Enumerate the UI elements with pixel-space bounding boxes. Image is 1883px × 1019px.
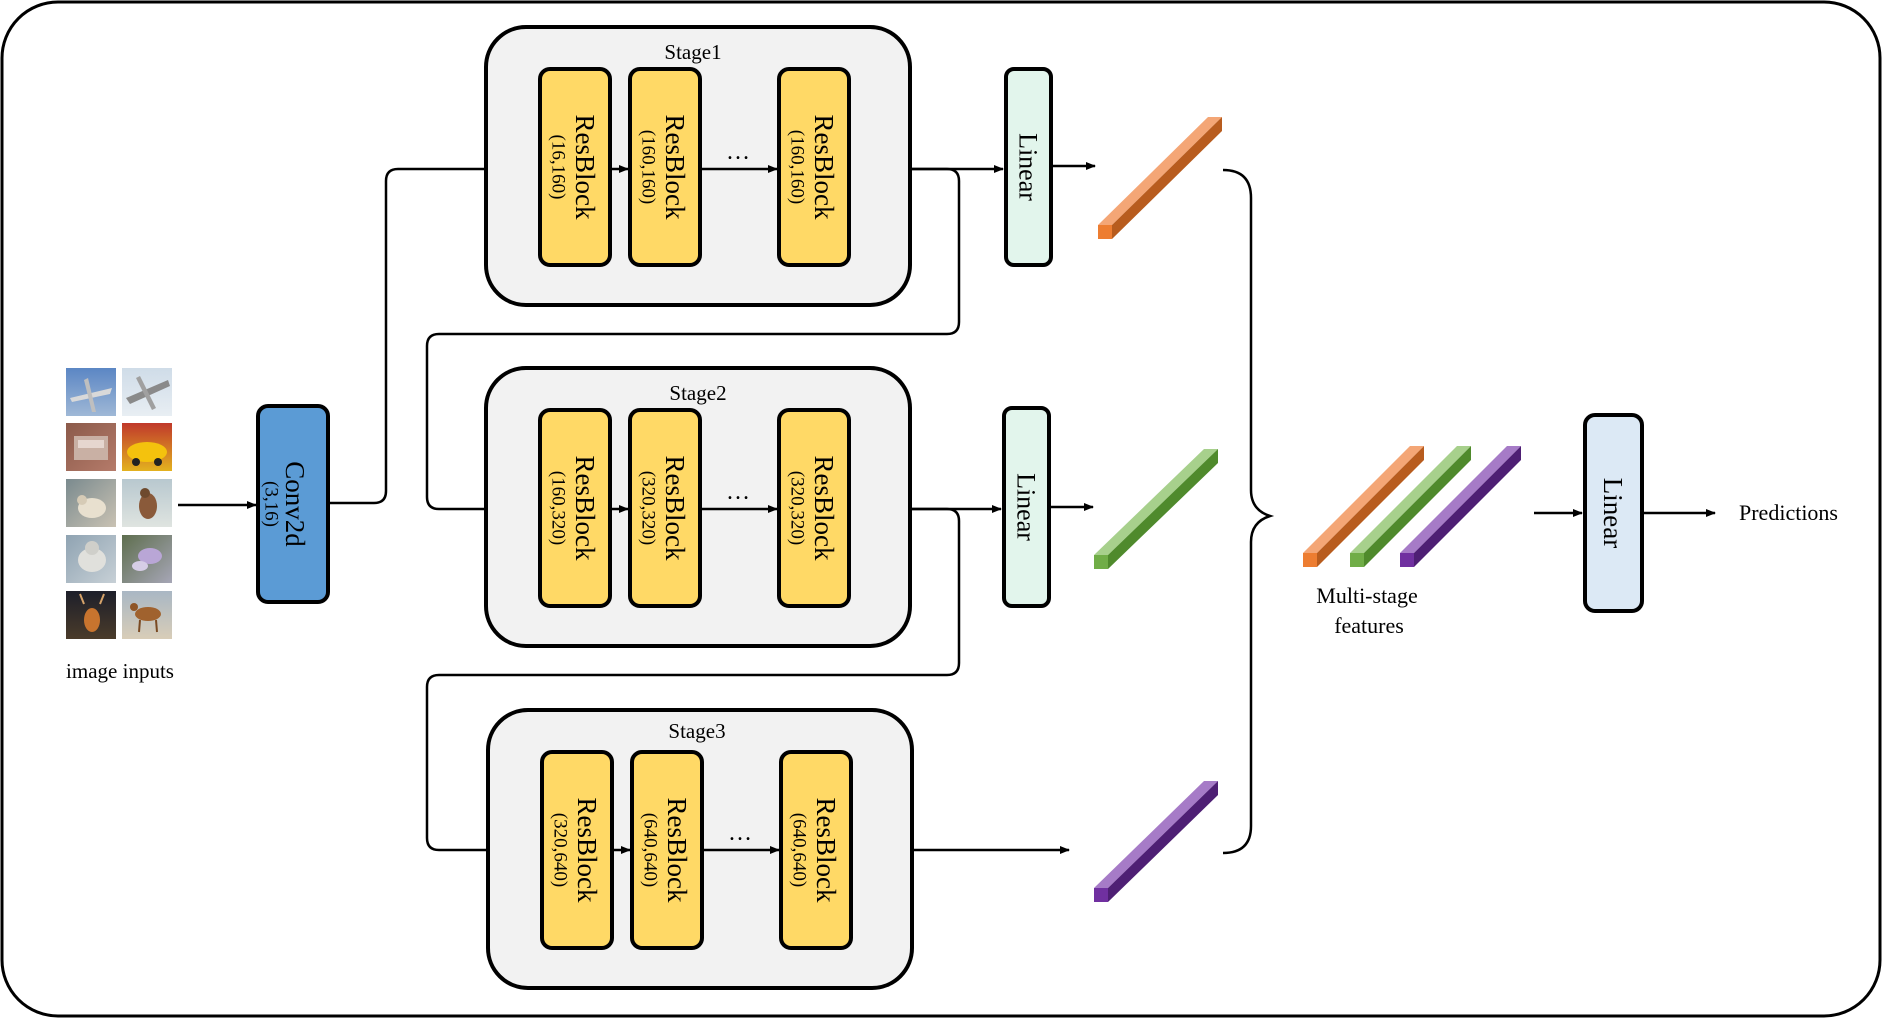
thumbnail-car	[122, 423, 172, 471]
connector-conv-to-stage1	[329, 165, 539, 505]
thumbnail-bird-1	[66, 479, 116, 527]
stage2-resblock-2-params: (320,320)	[638, 471, 659, 545]
thumbnail-cat	[66, 535, 116, 583]
stage2-resblock-1-params: (160,320)	[548, 471, 569, 545]
conv2d-title: Conv2d	[280, 461, 310, 547]
stage2: Stage2 ResBlock (160,320) ResBlock (320,…	[484, 366, 912, 648]
predictions-label: Predictions	[1739, 500, 1838, 525]
stage1-resblock-1-params: (16,160)	[548, 135, 569, 200]
stage3-resblock-3-title: ResBlock	[811, 798, 841, 903]
conv2d-params: (3,16)	[261, 481, 282, 527]
stage3-resblock-1-title: ResBlock	[572, 798, 602, 903]
stage1-resblock-2-title: ResBlock	[660, 115, 690, 220]
stage1-resblock-1	[538, 67, 612, 267]
stage2-resblock-3	[777, 408, 851, 608]
features-caption-line1: Multi-stage	[1316, 583, 1417, 608]
conv2d-box	[256, 404, 330, 604]
stage1-linear: Linear	[1004, 67, 1053, 267]
thumbnail-airplane-2	[122, 368, 172, 416]
feature-bar-stage2	[1094, 449, 1218, 569]
feature-bar-stage3	[1094, 781, 1218, 902]
stage3: Stage3 ResBlock (320,640) ResBlock (640,…	[486, 708, 914, 990]
stage2-linear: Linear	[1002, 406, 1051, 608]
connector-stage1-to-stage2	[425, 167, 961, 513]
stage2-linear-label: Linear	[1012, 473, 1041, 541]
final-linear-label: Linear	[1598, 478, 1628, 548]
stage3-resblock-2-title: ResBlock	[662, 798, 692, 903]
stage1-resblock-2-params: (160,160)	[638, 130, 659, 204]
conv2d-block: Conv2d (3,16)	[256, 404, 330, 604]
stage3-resblock-2-params: (640,640)	[640, 813, 661, 887]
stage1: Stage1 ResBlock (16,160) ResBlock (160,1…	[484, 25, 912, 307]
curly-brace	[1222, 168, 1275, 855]
stage1-linear-label: Linear	[1014, 133, 1043, 201]
stage3-resblock-1-params: (320,640)	[550, 813, 571, 887]
thumbnail-deer-1	[66, 591, 116, 639]
thumbnail-deer-2	[122, 591, 172, 639]
stage2-resblock-3-params: (320,320)	[787, 471, 808, 545]
stage2-resblock-1-title: ResBlock	[570, 456, 600, 561]
connectors	[178, 162, 1716, 855]
stage3-resblock-3-params: (640,640)	[789, 813, 810, 887]
stage1-resblock-2	[628, 67, 702, 267]
image-inputs-caption: image inputs	[66, 659, 174, 683]
stage1-ellipsis: …	[726, 139, 750, 165]
stage1-resblock-3-params: (160,160)	[787, 130, 808, 204]
thumbnail-airplane-1	[66, 368, 116, 416]
stage3-ellipsis: …	[728, 820, 752, 846]
thumbnail-flower	[122, 535, 172, 583]
stage1-resblock-1-title: ResBlock	[570, 115, 600, 220]
features-caption-line2: features	[1334, 613, 1404, 638]
stage1-resblock-3-title: ResBlock	[809, 115, 839, 220]
stage1-linear-box	[1004, 67, 1053, 267]
multi-stage-feature-green	[1350, 446, 1471, 567]
feature-bar-stage1	[1098, 117, 1222, 239]
stage2-resblock-3-title: ResBlock	[809, 456, 839, 561]
stage3-resblock-3	[779, 750, 853, 950]
multi-stage-feature-purple	[1400, 446, 1521, 567]
stage2-ellipsis: …	[726, 479, 750, 505]
stage3-title: Stage3	[668, 719, 725, 743]
stage1-resblock-3	[777, 67, 851, 267]
stage2-linear-box	[1002, 406, 1051, 608]
stage2-resblock-2-title: ResBlock	[660, 456, 690, 561]
stage2-title: Stage2	[669, 381, 726, 405]
thumbnail-bird-2	[122, 479, 172, 527]
final-linear-box	[1583, 413, 1644, 613]
multi-stage-feature-orange	[1303, 446, 1424, 567]
final-linear: Linear	[1583, 413, 1644, 613]
connector-stage2-to-stage3	[425, 507, 961, 854]
thumbnail-truck	[66, 423, 116, 471]
stage1-title: Stage1	[664, 40, 721, 64]
input-image-grid	[66, 368, 172, 639]
